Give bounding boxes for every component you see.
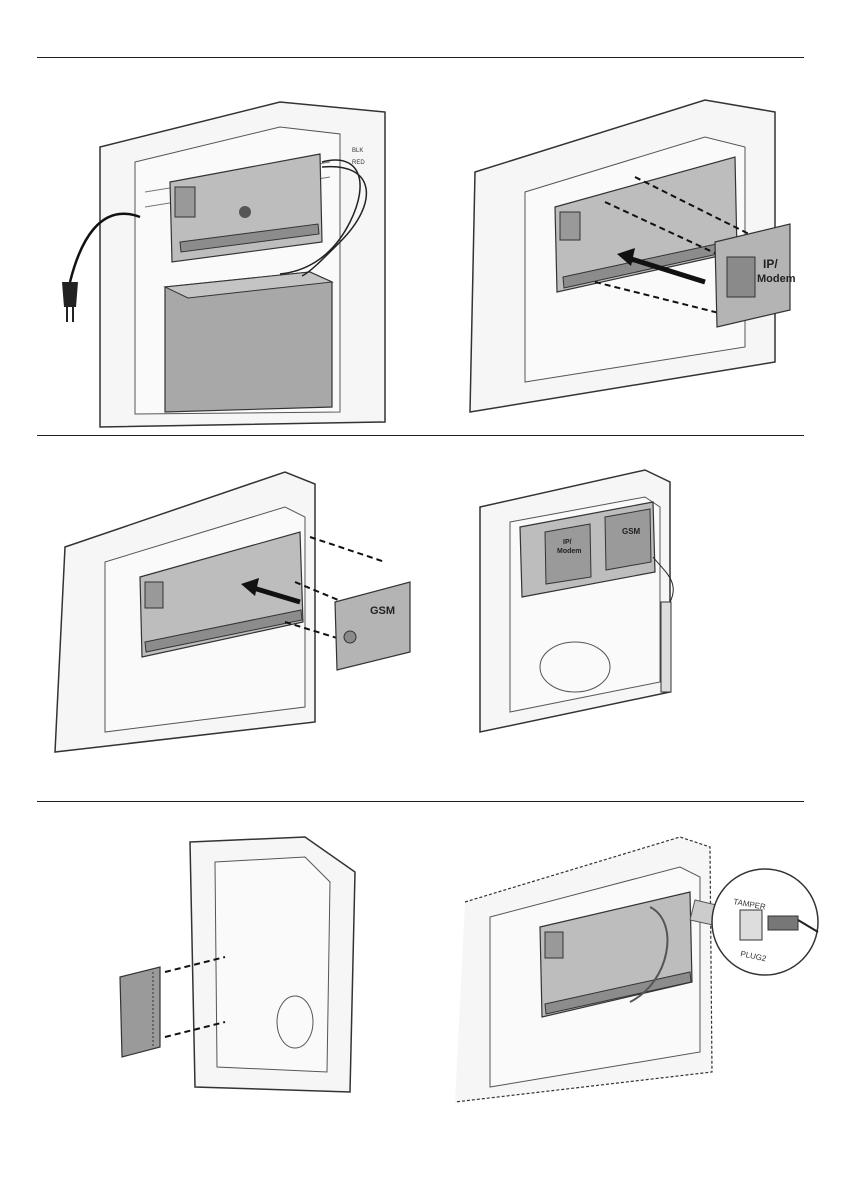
connector-block [145,582,163,608]
divider-middle [37,435,804,436]
module-transformer [727,257,755,297]
illustration-tamper-plug: TAMPER PLUG2 [450,832,830,1107]
antenna-icon [661,602,671,692]
gsm-diagram: GSM [45,462,420,757]
assembled-gsm-label: GSM [622,527,641,536]
assembled-ip-label-line1: IP/ [563,539,572,546]
ip-modem-diagram: IP/ Modem [445,92,805,422]
connector-block [560,212,580,240]
illustration-ip-modem-install: IP/ Modem [445,92,805,422]
divider-bottom [37,801,804,802]
illustration-assembled-modules: IP/ Modem GSM [465,462,685,742]
ip-modem-label-line1: IP/ [763,257,778,271]
illustration-gsm-install: GSM [45,462,420,757]
gsm-module-mounted [605,509,651,570]
tamper-plug-icon [768,916,798,930]
expansion-board [120,967,160,1057]
wire-blk-label: BLK [352,148,363,154]
guide-line [310,537,385,562]
illustration-battery-connection: BLK RED [40,92,390,432]
assembled-diagram: IP/ Modem GSM [465,462,685,742]
illustration-expansion-board [115,832,360,1097]
tamper-plug-connector [740,910,762,940]
divider-top [37,57,804,58]
tamper-diagram: TAMPER PLUG2 [450,832,830,1107]
board-screw [239,206,251,218]
housing-inner [215,857,330,1072]
assembled-ip-label-line2: Modem [557,548,582,555]
gsm-module-label: GSM [370,605,395,617]
module-antenna-connector [344,631,356,643]
expansion-diagram [115,832,360,1097]
gsm-module [335,582,410,670]
battery-diagram: BLK RED [40,92,390,432]
power-plug-icon [62,282,78,307]
connector-block [175,187,195,217]
ip-modem-label-line2: Modem [757,273,796,285]
connector-block [545,932,563,958]
wire-red-label: RED [352,160,365,166]
